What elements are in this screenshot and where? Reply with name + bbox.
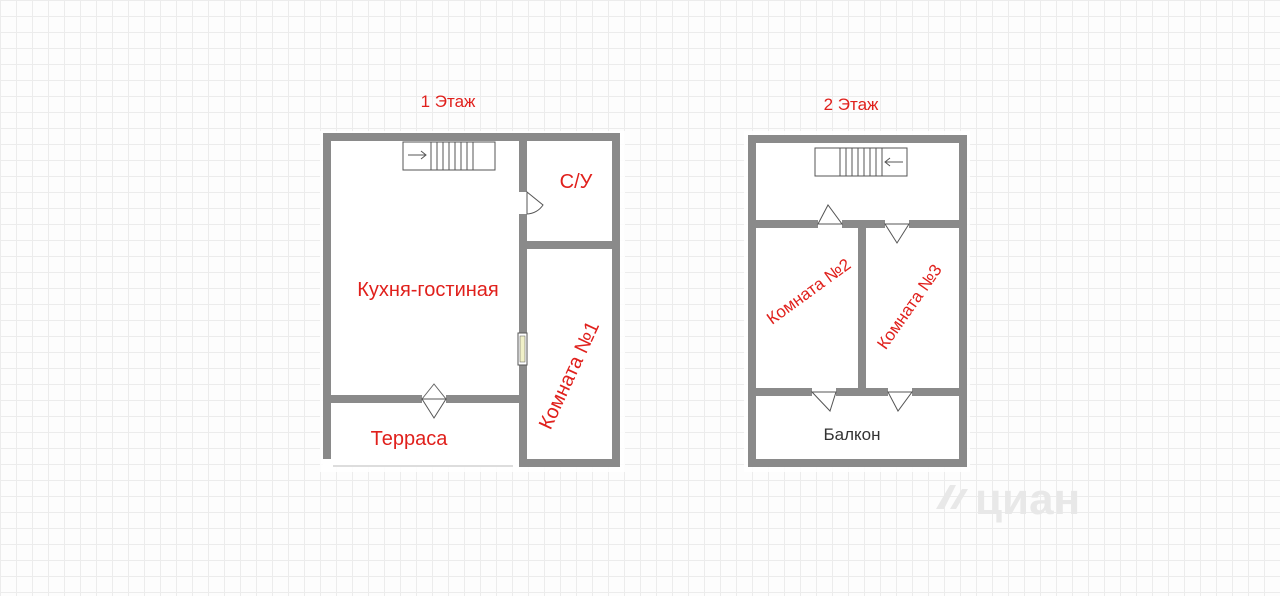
room-2-door-icon bbox=[817, 204, 843, 229]
balcony-label: Балкон bbox=[823, 425, 880, 444]
room-2 bbox=[756, 228, 858, 388]
cian-watermark: циан bbox=[936, 475, 1080, 524]
terrace-door-icon bbox=[420, 383, 448, 419]
kitchen-room bbox=[331, 141, 519, 395]
kitchen-label: Кухня-гостиная bbox=[357, 279, 499, 301]
terrace-room bbox=[331, 403, 519, 459]
floor-1-plan: 1 Этаж Кухня-гостиная С/У Комната №1 Тер… bbox=[320, 92, 625, 472]
balcony-door-icon bbox=[810, 387, 837, 412]
cian-logo-icon bbox=[936, 485, 968, 509]
stairs-icon bbox=[814, 147, 908, 177]
terrace-label: Терраса bbox=[371, 428, 449, 450]
bathroom-label: С/У bbox=[560, 171, 593, 193]
room-3-door-icon bbox=[884, 219, 910, 244]
balcony-door-icon bbox=[887, 387, 913, 412]
floor-2-title: 2 Этаж bbox=[824, 95, 879, 114]
floor-1-title: 1 Этаж bbox=[421, 92, 476, 111]
room-1-door-icon bbox=[517, 332, 528, 366]
balcony-room bbox=[756, 396, 959, 459]
room-3 bbox=[866, 228, 959, 388]
floor-2-plan: 2 Этаж Комната №2 Комната №3 Балкон bbox=[744, 95, 970, 472]
stairs-icon bbox=[402, 141, 496, 171]
bathroom-door-icon bbox=[518, 190, 544, 215]
room-1 bbox=[527, 249, 612, 459]
bathroom-room bbox=[527, 141, 612, 241]
watermark-text: циан bbox=[975, 475, 1080, 524]
